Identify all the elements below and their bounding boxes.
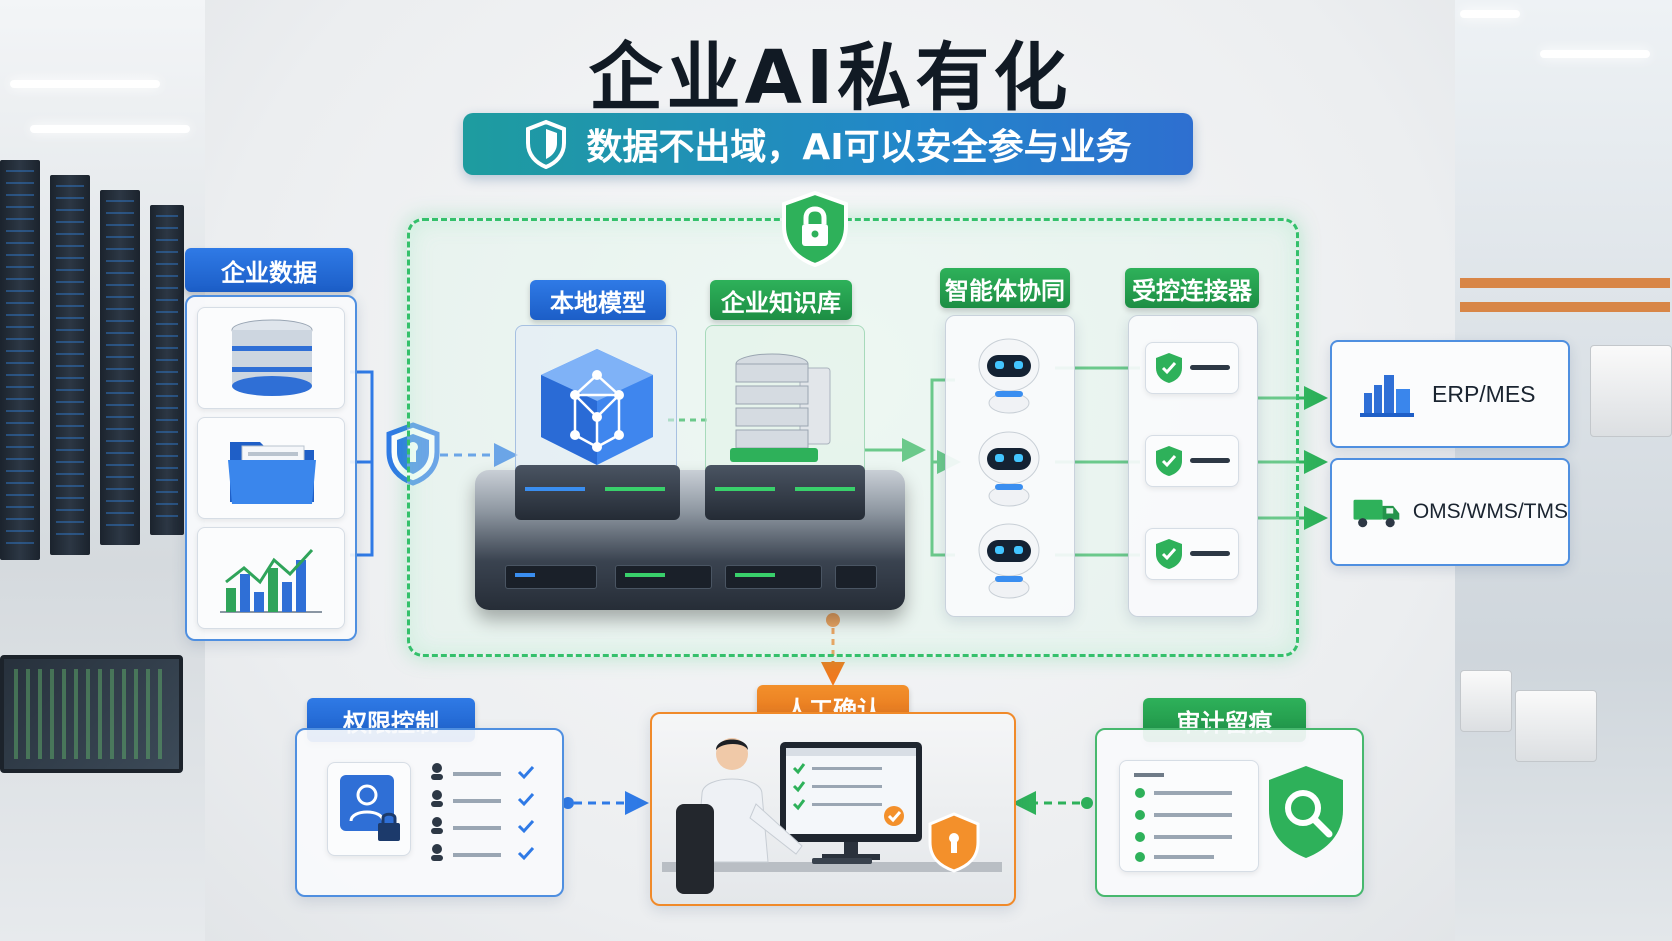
enterprise-data-panel xyxy=(185,295,357,641)
desk-monitor xyxy=(0,655,183,773)
ceiling-light xyxy=(10,80,160,88)
user-lock-icon xyxy=(340,775,400,841)
warehouse-shelf xyxy=(1460,302,1670,312)
server-rack xyxy=(150,205,184,535)
local-model-server xyxy=(515,465,680,520)
truck-icon xyxy=(1353,499,1400,528)
shield-check-icon xyxy=(1156,539,1182,569)
shield-check-icon xyxy=(1156,353,1182,383)
operator-at-computer-illustration xyxy=(662,738,1002,894)
shield-check-icon xyxy=(1156,446,1182,476)
ceiling-light xyxy=(30,125,190,133)
user-permission-list-icon xyxy=(431,763,535,861)
connectors-tag: 受控连接器 xyxy=(1125,268,1259,308)
erp-mes-system: ERP/MES xyxy=(1330,340,1570,448)
permission-list xyxy=(427,760,547,880)
page-title: 企业AI私有化 xyxy=(588,35,1072,121)
folder-icon xyxy=(228,442,316,504)
truck-background xyxy=(1590,345,1672,437)
security-gate-shield-icon xyxy=(386,422,440,486)
agent-collab-tag: 智能体协同 xyxy=(940,268,1070,308)
erp-mes-label: ERP/MES xyxy=(1432,380,1536,407)
server-rack xyxy=(50,175,90,555)
knowledge-database-icon xyxy=(730,353,831,462)
robot-agent-icon xyxy=(978,523,1040,599)
connector-card xyxy=(1145,342,1239,394)
subtitle-banner: 数据不出域，AI可以安全参与业务 xyxy=(463,113,1193,175)
truck-background xyxy=(1460,670,1512,732)
server-rack xyxy=(0,160,40,560)
connector-plug xyxy=(1190,458,1230,463)
permission-panel xyxy=(295,728,564,897)
ceiling-light xyxy=(1540,50,1650,58)
connector-plug xyxy=(1190,551,1230,556)
local-model-tag: 本地模型 xyxy=(530,280,666,320)
shield-icon xyxy=(526,119,567,169)
connector-plug xyxy=(1190,365,1230,370)
ceiling-light xyxy=(1460,10,1520,18)
chart-card xyxy=(197,527,345,629)
oms-wms-tms-label: OMS/WMS/TMS xyxy=(1412,500,1568,523)
database-icon xyxy=(231,319,313,396)
robot-agent-icon xyxy=(978,431,1040,507)
knowledge-base-tag: 企业知识库 xyxy=(710,280,852,320)
database-card xyxy=(197,307,345,409)
robot-agent-icon xyxy=(978,338,1040,414)
bar-chart-icon xyxy=(220,548,322,613)
human-confirm-panel xyxy=(650,712,1016,906)
user-lock-card xyxy=(327,762,411,856)
subtitle-text: 数据不出域，AI可以安全参与业务 xyxy=(586,127,1132,168)
folder-card xyxy=(197,417,345,519)
enterprise-data-tag: 企业数据 xyxy=(185,248,353,292)
knowledge-base-server xyxy=(705,465,865,520)
connector-card xyxy=(1145,528,1239,580)
audit-panel xyxy=(1095,728,1364,897)
server-rack xyxy=(100,190,140,545)
connector-card xyxy=(1145,435,1239,487)
warehouse-shelf xyxy=(1460,278,1670,288)
truck-background xyxy=(1515,690,1597,762)
audit-log-card xyxy=(1119,760,1259,872)
ai-model-cube-icon xyxy=(541,349,653,465)
factory-icon xyxy=(1360,375,1414,417)
lock-shield-icon xyxy=(782,190,848,268)
oms-wms-tms-system: OMS/WMS/TMS xyxy=(1330,458,1570,566)
audit-search-shield-icon xyxy=(1269,766,1343,858)
audit-checklist-icon xyxy=(1134,773,1232,862)
